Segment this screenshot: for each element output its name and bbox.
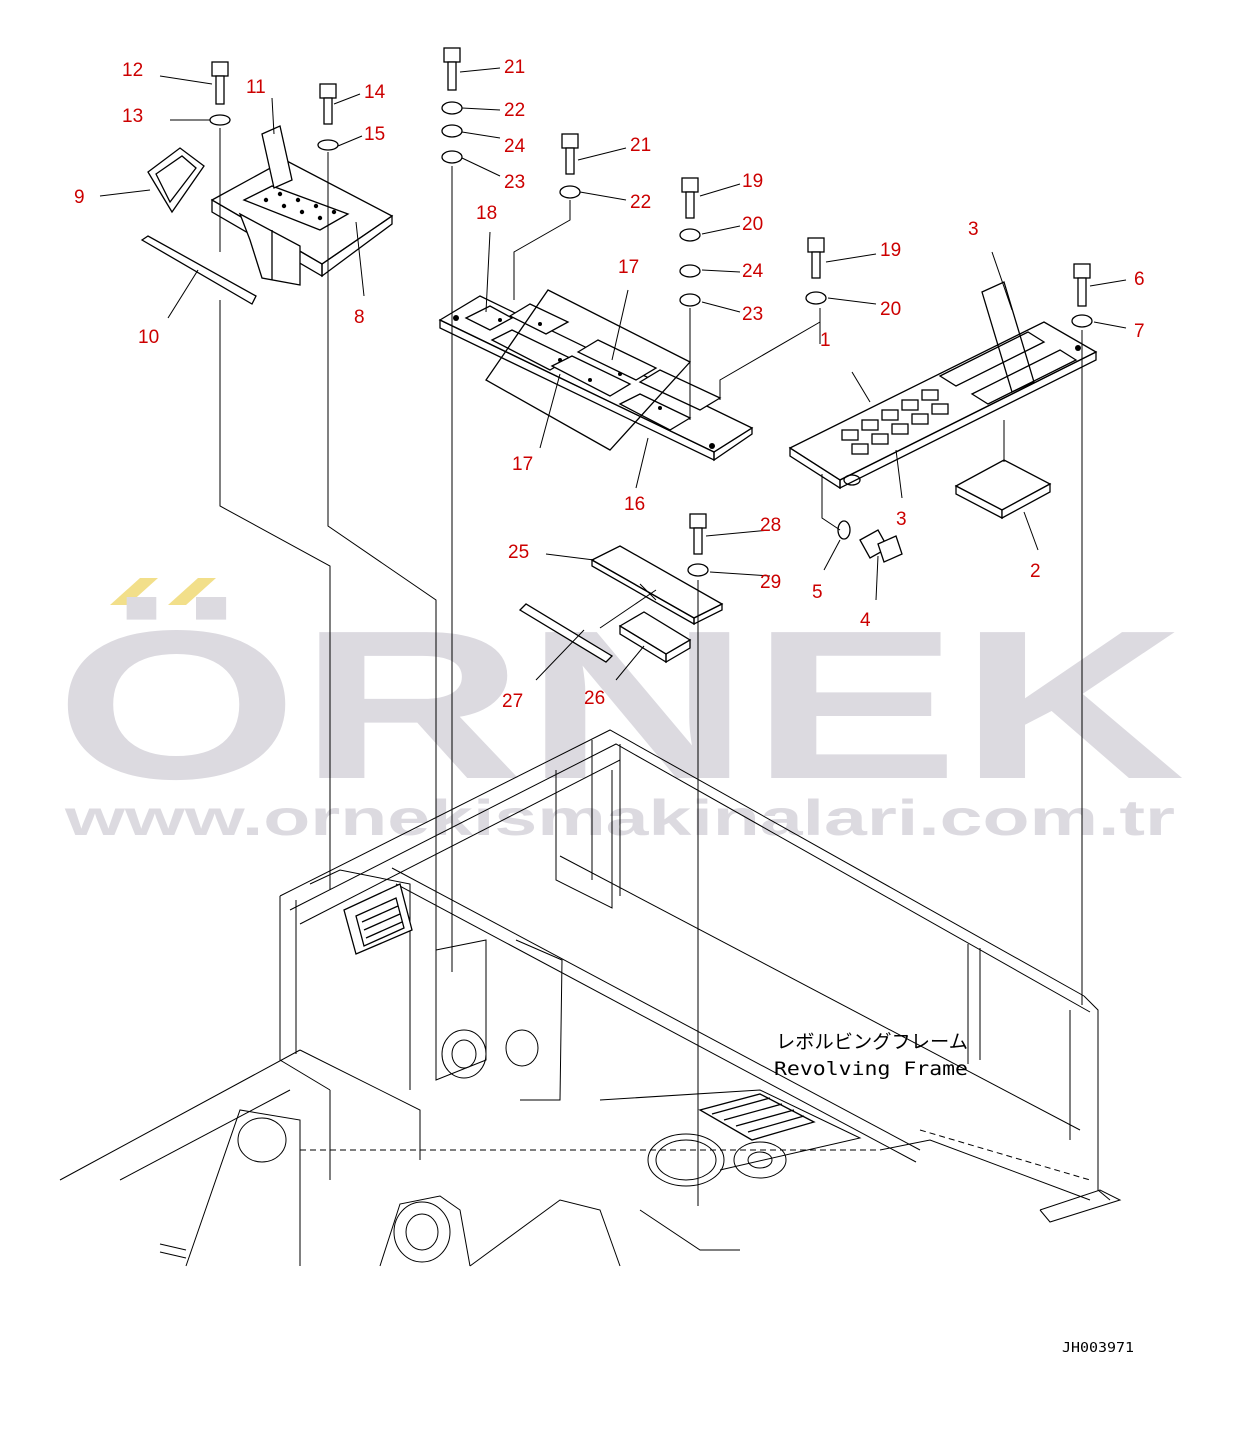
pad-11 <box>242 185 350 231</box>
bolt-21b <box>561 133 579 175</box>
bolt-4 <box>859 529 903 563</box>
bolt-6 <box>1073 263 1091 307</box>
callout-12: 12 <box>122 60 143 81</box>
callout-17a: 17 <box>618 257 639 278</box>
washer-29 <box>687 563 709 577</box>
callout-11: 11 <box>246 77 266 98</box>
callout-23a: 23 <box>504 172 525 193</box>
leader-lines <box>99 67 1127 1206</box>
callout-5: 5 <box>812 582 823 603</box>
callout-24b: 24 <box>742 261 764 282</box>
washer-23a <box>441 150 463 164</box>
case-assembly <box>140 61 394 305</box>
strip-10 <box>140 235 257 305</box>
plate-1 <box>788 321 1098 481</box>
washer-5 <box>837 520 851 540</box>
pad-grid-3 <box>841 389 949 455</box>
callout-15: 15 <box>364 124 385 145</box>
callout-4: 4 <box>860 610 871 631</box>
washer-22b <box>559 185 581 199</box>
callout-28: 28 <box>760 515 781 536</box>
callout-1: 1 <box>820 330 831 351</box>
callout-19a: 19 <box>742 171 763 192</box>
strip-27 <box>518 603 614 663</box>
callout-8: 8 <box>354 307 365 328</box>
pad-18 <box>464 305 514 331</box>
washer-22a <box>441 101 463 115</box>
frame-label-japanese: レボルビングフレーム <box>776 1031 968 1053</box>
watermark-accent-left <box>110 578 158 605</box>
seal-assembly <box>518 513 724 664</box>
right-plate-assembly <box>788 263 1098 563</box>
callout-18: 18 <box>476 203 497 224</box>
plate-25 <box>590 545 724 626</box>
bolt-12 <box>211 61 229 105</box>
block-26 <box>618 611 692 664</box>
watermark-accent-right <box>168 578 216 605</box>
callout-labels: 12 13 11 14 15 9 8 10 21 22 24 23 21 22 … <box>74 57 1145 712</box>
callout-13: 13 <box>122 106 143 127</box>
callout-20b: 20 <box>880 299 901 320</box>
frame-label-english: Revolving Frame <box>774 1058 968 1080</box>
grille-box <box>343 883 413 955</box>
bolt-28 <box>689 513 707 555</box>
bolt-21a <box>443 47 461 91</box>
bolt-19a <box>681 177 699 219</box>
mesh-plate <box>698 1093 816 1141</box>
callout-19b: 19 <box>880 240 901 261</box>
callout-29: 29 <box>760 572 781 593</box>
block-2 <box>954 459 1052 520</box>
callout-6: 6 <box>1134 269 1145 290</box>
washer-20b <box>805 291 827 305</box>
drawing-code: JH003971 <box>1062 1341 1134 1356</box>
callout-22b: 22 <box>630 192 651 213</box>
washer-24a <box>441 124 463 138</box>
callout-16: 16 <box>624 494 645 515</box>
callout-10: 10 <box>138 327 159 348</box>
washer-15 <box>317 139 339 151</box>
callout-26: 26 <box>584 688 605 709</box>
bolt-19b <box>807 237 825 279</box>
callout-17b: 17 <box>512 454 533 475</box>
callout-3a: 3 <box>968 219 979 240</box>
callout-20a: 20 <box>742 214 763 235</box>
watermark-url: www.ornekismakinalari.com.tr <box>63 790 1175 846</box>
callout-25: 25 <box>508 542 529 563</box>
callout-22a: 22 <box>504 100 525 121</box>
handle-9 <box>147 147 205 214</box>
round-cover <box>647 1133 725 1187</box>
washer-24b <box>679 264 701 278</box>
callout-23b: 23 <box>742 304 763 325</box>
case-box <box>238 212 301 286</box>
callout-14: 14 <box>364 82 386 103</box>
bolt-14 <box>319 83 337 125</box>
callout-9: 9 <box>74 187 85 208</box>
washer-23b <box>679 293 701 307</box>
callout-3b: 3 <box>896 509 907 530</box>
callout-2: 2 <box>1030 561 1041 582</box>
washer-7 <box>1071 314 1093 328</box>
frame-label: レボルビングフレーム Revolving Frame <box>774 1031 968 1080</box>
callout-7: 7 <box>1134 321 1145 342</box>
callout-21b: 21 <box>630 135 651 156</box>
callout-24a: 24 <box>504 136 526 157</box>
callout-27: 27 <box>502 691 523 712</box>
washer-13 <box>209 114 231 126</box>
revolving-frame <box>59 729 1122 1267</box>
center-plate-assembly <box>438 47 827 462</box>
callout-21a: 21 <box>504 57 525 78</box>
washer-20a <box>679 228 701 242</box>
